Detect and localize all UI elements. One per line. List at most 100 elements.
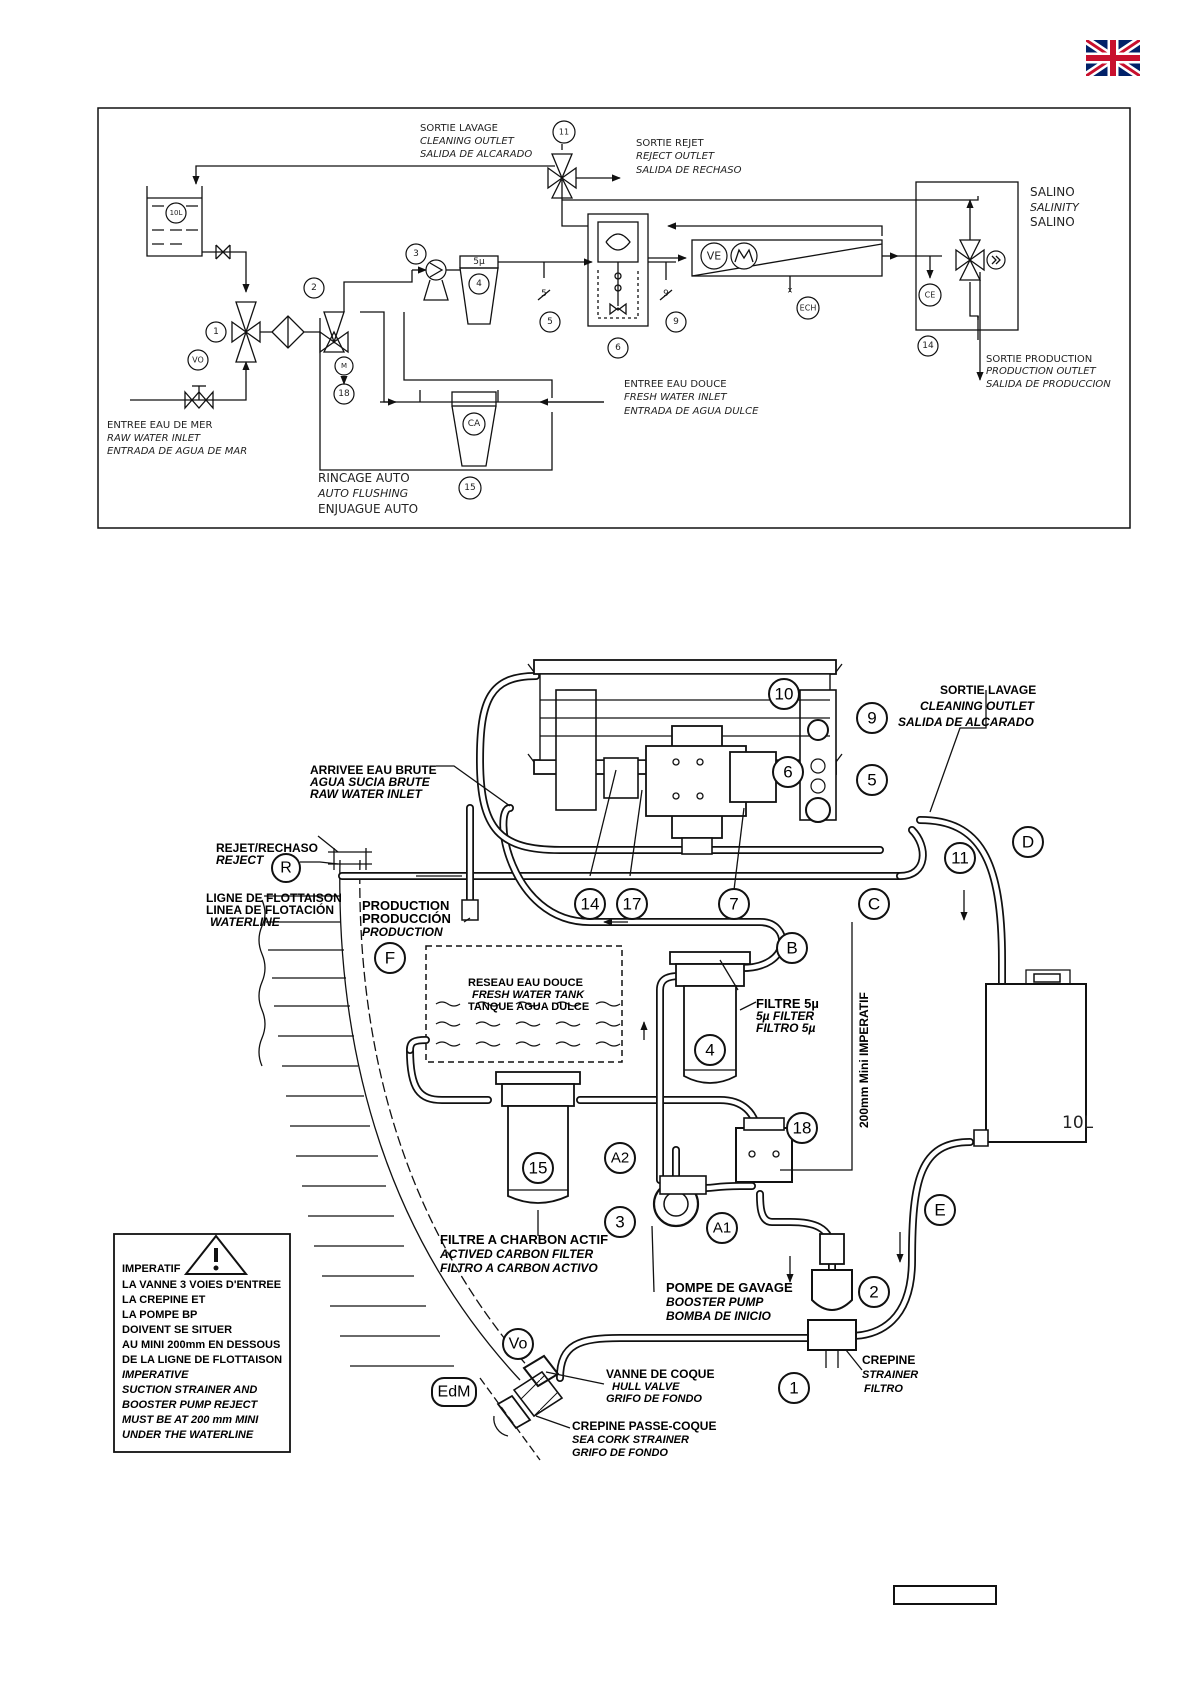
node-3-number: 3 [413,249,419,259]
label-crepine: CREPINE STRAINER FILTRO [862,1353,918,1395]
svg-text:VANNE DE COQUE: VANNE DE COQUE [606,1367,714,1381]
svg-text:5µ FILTER: 5µ FILTER [756,1009,814,1023]
svg-text:CLEANING OUTLET: CLEANING OUTLET [920,699,1036,713]
label-charbon-actif: FILTRE A CHARBON ACTIF ACTIVED CARBON FI… [439,1232,608,1275]
svg-text:SALIDA DE PRODUCCION: SALIDA DE PRODUCCION [986,379,1111,390]
svg-text:ENTRADA DE AGUA DULCE: ENTRADA DE AGUA DULCE [624,406,759,417]
svg-text:ENJUAGUE AUTO: ENJUAGUE AUTO [318,502,418,516]
svg-text:SORTIE LAVAGE: SORTIE LAVAGE [420,123,498,134]
callout-A2: A2 [611,1150,629,1167]
svg-text:SALINITY: SALINITY [1030,201,1080,214]
svg-text:ARRIVEE EAU BRUTE: ARRIVEE EAU BRUTE [310,763,437,777]
warning-line-6: DE LA LIGNE DE FLOTTAISON [122,1354,282,1366]
callout-9: 9 [867,709,876,728]
svg-text:CREPINE: CREPINE [862,1353,915,1367]
label-salino: SALINO SALINITY SALINO [1030,185,1080,229]
warning-line-5: AU MINI 200mm EN DESSOUS [122,1339,280,1351]
page-number-box [893,1585,997,1605]
label-sortie-production: SORTIE PRODUCTION PRODUCTION OUTLET SALI… [986,354,1111,390]
svg-text:SALIDA DE ALCARADO: SALIDA DE ALCARADO [898,715,1034,729]
node-6-number: 6 [615,343,621,353]
flow-schematic: 10L 1 VO 2 M 18 [97,107,1131,529]
uk-flag-icon [1086,40,1140,76]
callout-bubbles: 10 9 6 5 11 D R 14 17 7 C F B 4 18 15 A2… [271,678,1044,1407]
svg-text:BOMBA DE INICIO: BOMBA DE INICIO [666,1309,772,1323]
svg-text:REJECT OUTLET: REJECT OUTLET [636,151,715,162]
svg-text:GRIFO DE FONDO: GRIFO DE FONDO [572,1447,668,1459]
svg-text:RINCAGE AUTO: RINCAGE AUTO [318,471,410,485]
svg-text:RAW WATER INLET: RAW WATER INLET [310,787,423,801]
gauge-5-label: 5 [541,289,547,299]
callout-5: 5 [867,771,876,790]
svg-text:LIGNE DE FLOTTAISON: LIGNE DE FLOTTAISON [206,891,342,905]
callout-R: R [280,860,292,877]
callout-F: F [385,949,395,968]
svg-text:RAW WATER INLET: RAW WATER INLET [107,433,201,444]
warning-line-7: IMPERATIVE [122,1369,189,1381]
svg-text:ENTREE EAU DE MER: ENTREE EAU DE MER [107,420,212,431]
svg-text:PRODUCTION: PRODUCTION [362,925,443,939]
callout-10: 10 [775,685,794,704]
label-sortie-lavage: SORTIE LAVAGE CLEANING OUTLET SALIDA DE … [420,123,532,160]
svg-text:PRODUCCIÓN: PRODUCCIÓN [362,911,451,926]
vo-label: VO [192,356,204,365]
svg-text:GRIFO DE FONDO: GRIFO DE FONDO [606,1393,702,1405]
warning-line-2: LA CREPINE ET [122,1294,206,1306]
svg-text:FRESH WATER TANK: FRESH WATER TANK [472,989,585,1001]
label-sortie-lavage-install: SORTIE LAVAGE CLEANING OUTLET SALIDA DE … [898,683,1036,729]
svg-text:ENTREE EAU DOUCE: ENTREE EAU DOUCE [624,379,727,390]
callout-17: 17 [623,895,642,914]
svg-text:STRAINER: STRAINER [862,1369,918,1381]
mini-200mm-label: 200mm Mini IMPERATIF [857,992,871,1128]
svg-text:FILTRO A CARBON ACTIVO: FILTRO A CARBON ACTIVO [440,1261,598,1275]
callout-D: D [1022,833,1034,852]
jerry-can-10l: 10L [973,969,1094,1147]
svg-text:FILTRO: FILTRO [864,1383,903,1395]
svg-text:CLEANING OUTLET: CLEANING OUTLET [420,136,515,147]
callout-1: 1 [789,1379,798,1398]
svg-text:SALIDA DE ALCARADO: SALIDA DE ALCARADO [420,149,532,160]
schematic-frame [97,107,1131,529]
carbon-filter-housing [495,1071,581,1222]
warning-line-9: BOOSTER PUMP REJECT [122,1399,259,1411]
callout-C: C [868,895,880,914]
node-9-number: 9 [673,317,679,327]
booster-pump-body [652,1175,707,1228]
hull-valve [479,1354,564,1461]
svg-text:SORTIE LAVAGE: SORTIE LAVAGE [940,683,1036,697]
ech-label: ECH [800,304,817,313]
callout-B: B [786,939,797,958]
label-rincage-auto: RINCAGE AUTO AUTO FLUSHING ENJUAGUE AUTO [317,471,418,516]
tank-10l-symbol: 10L [146,186,203,257]
svg-text:SALIDA DE RECHASO: SALIDA DE RECHASO [636,165,742,176]
svg-text:PRODUCTION OUTLET: PRODUCTION OUTLET [986,366,1097,377]
node-2-number: 2 [311,283,317,293]
svg-text:SEA CORK STRAINER: SEA CORK STRAINER [572,1434,689,1446]
svg-text:FILTRE 5µ: FILTRE 5µ [756,996,819,1011]
callout-E: E [934,1201,945,1220]
node-15-number: 15 [464,483,475,493]
svg-text:ACTIVED CARBON FILTER: ACTIVED CARBON FILTER [439,1247,593,1261]
valve-1-symbol: 1 [205,301,261,363]
label-ligne-flottaison: LIGNE DE FLOTTAISON LINEA DE FLOTACIÓN W… [206,891,342,929]
svg-text:AUTO FLUSHING: AUTO FLUSHING [317,487,408,500]
svg-text:REJECT: REJECT [216,853,265,867]
installation-drawing: 10L 200mm Mini IMPERATIF [113,659,1094,1461]
warning-line-10: MUST BE AT 200 mm MINI [122,1414,259,1426]
label-pompe-gavage: POMPE DE GAVAGE BOOSTER PUMP BOMBA DE IN… [666,1280,793,1323]
svg-text:SALINO: SALINO [1030,185,1075,199]
tank-capacity-label: 10L [1062,1113,1094,1133]
warning-line-8: SUCTION STRAINER AND [122,1384,257,1396]
label-sortie-rejet: SORTIE REJET REJECT OUTLET SALIDA DE REC… [636,138,742,176]
svg-text:SORTIE PRODUCTION: SORTIE PRODUCTION [986,354,1092,365]
svg-text:ENTRADA DE AGUA DE MAR: ENTRADA DE AGUA DE MAR [107,446,247,457]
callout-18: 18 [793,1119,812,1138]
node-18-number: 18 [338,389,350,399]
svg-text:LINEA DE FLOTACIÓN: LINEA DE FLOTACIÓN [206,902,334,917]
ce-label: CE [925,291,936,300]
svg-text:WATERLINE: WATERLINE [210,915,281,929]
svg-text:RESEAU EAU DOUCE: RESEAU EAU DOUCE [468,977,583,989]
block-6 [587,213,649,327]
label-crepine-passe-coque: CREPINE PASSE-COQUE SEA CORK STRAINER GR… [572,1419,716,1459]
